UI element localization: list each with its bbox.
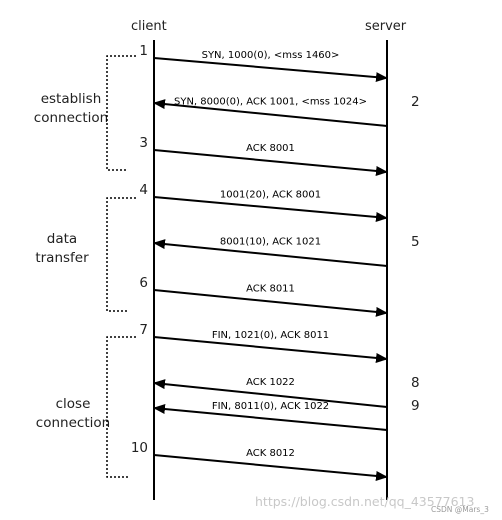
step-number-3: 3 [139,135,148,151]
step-number-6: 6 [139,275,148,291]
message-arrow-10 [153,454,388,481]
phase-label-line2: connection [33,110,109,126]
phase-label-line1: establish [40,91,102,107]
message-label-1: SYN, 1000(0), <mss 1460> [202,50,340,61]
phase-bracket-establish [106,55,136,171]
phase-bracket-transfer [106,197,136,312]
step-number-5: 5 [411,234,420,250]
client-host-label: client [131,19,167,34]
message-arrow-3 [153,149,388,176]
message-label-6: ACK 8011 [246,284,295,295]
step-number-4: 4 [139,182,148,198]
message-label-5: 8001(10), ACK 1021 [220,237,321,248]
server-host-label: server [365,19,407,34]
phase-label-line1: data [46,231,78,247]
phase-data-transfer: data transfer [17,230,107,268]
phase-label-line2: connection [35,415,111,431]
phase-establish-connection: establish connection [26,90,116,128]
message-arrow-7 [153,336,388,363]
message-label-7: FIN, 1021(0), ACK 8011 [212,330,329,341]
message-arrow-2 [153,99,388,127]
phase-bracket-close [106,336,136,478]
message-arrow-6 [153,289,388,317]
step-number-10: 10 [131,440,148,456]
message-label-10: ACK 8012 [246,448,295,459]
message-label-8: ACK 1022 [246,377,295,388]
message-label-2: SYN, 8000(0), ACK 1001, <mss 1024> [174,97,367,108]
phase-close-connection: close connection [28,395,118,433]
watermark-credit: CSDN @Mars_3 [431,505,489,514]
phase-label-line2: transfer [35,250,89,266]
message-label-3: ACK 8001 [246,143,295,154]
step-number-8: 8 [411,375,420,391]
step-number-7: 7 [139,322,148,338]
message-arrow-4 [153,196,388,222]
message-arrow-8 [153,379,388,408]
message-label-9: FIN, 8011(0), ACK 1022 [212,401,329,412]
phase-label-line1: close [55,396,91,412]
step-number-2: 2 [411,94,420,110]
step-number-1: 1 [139,43,148,59]
message-arrow-9 [153,404,388,431]
watermark-url: https://blog.csdn.net/qq_43577613 [255,494,475,509]
message-arrow-5 [153,239,388,267]
step-number-9: 9 [411,398,420,414]
message-label-4: 1001(20), ACK 8001 [220,190,321,201]
message-arrow-1 [153,57,388,83]
